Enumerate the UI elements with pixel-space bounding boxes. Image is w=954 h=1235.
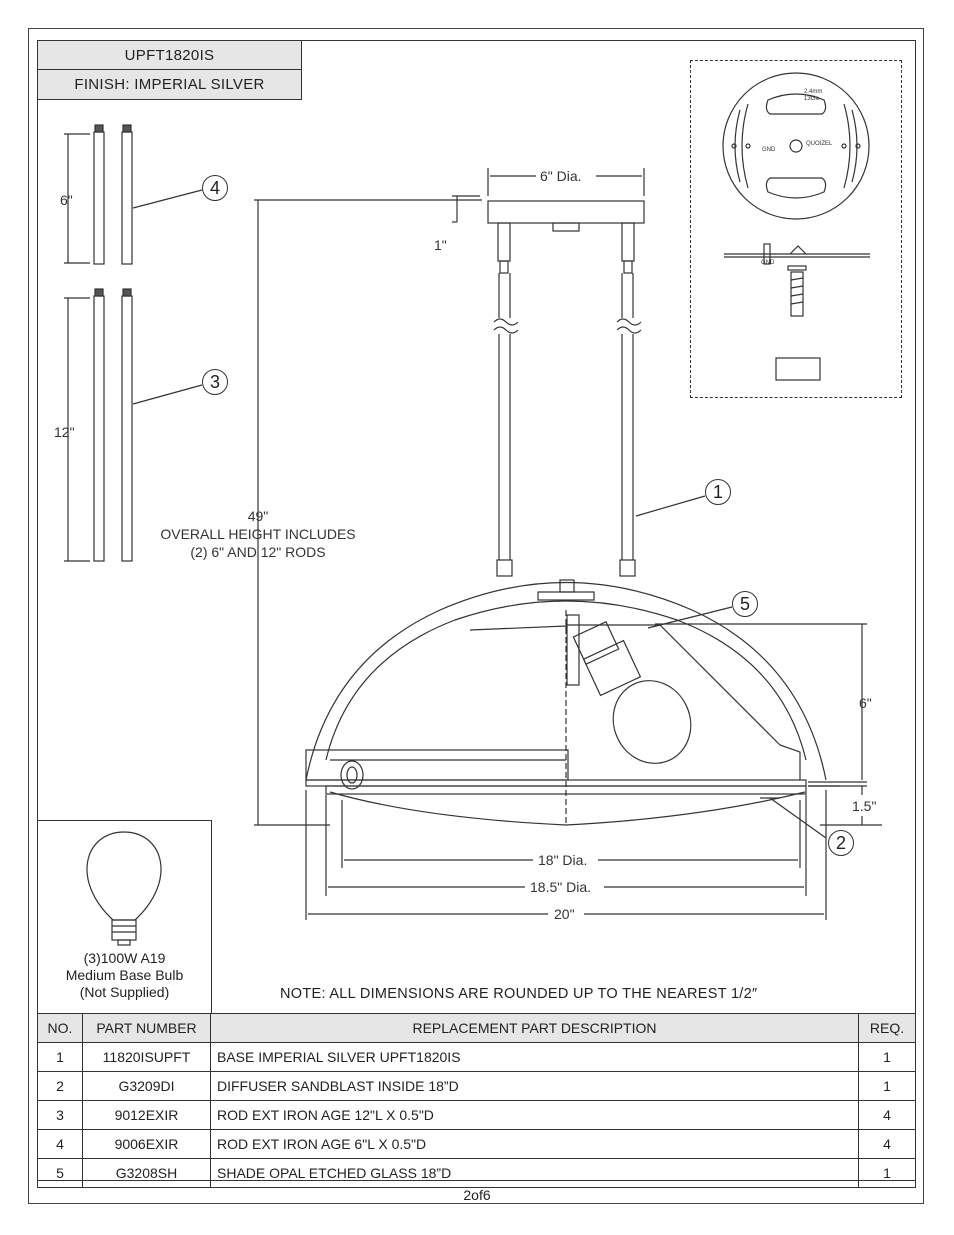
table-row: 5 G3208SH SHADE OPAL ETCHED GLASS 18”D 1 xyxy=(37,1158,916,1188)
shade-diameter: 18.5" Dia. xyxy=(530,879,592,895)
cell-no: 1 xyxy=(37,1042,83,1072)
col-req: REQ. xyxy=(858,1013,916,1043)
parts-table: NO. PART NUMBER REPLACEMENT PART DESCRIP… xyxy=(37,1013,916,1188)
plate-gnd-label: GND xyxy=(762,147,776,153)
page-number: 2of6 xyxy=(463,1187,491,1203)
cell-part: G3208SH xyxy=(82,1158,211,1188)
rod-12in-a xyxy=(93,295,105,562)
rod-12in-length: 12" xyxy=(54,424,75,440)
plate-gnd-side-label: GND xyxy=(761,260,775,266)
col-no: NO. xyxy=(37,1013,83,1043)
cell-req: 1 xyxy=(858,1158,916,1188)
cell-req: 4 xyxy=(858,1129,916,1159)
bulb-box xyxy=(37,820,212,1013)
rod-6in-a xyxy=(93,131,105,265)
cell-part: 9006EXIR xyxy=(82,1129,211,1159)
cell-no: 3 xyxy=(37,1100,83,1130)
cell-part: 11820ISUPFT xyxy=(82,1042,211,1072)
plate-brand: QUOIZEL xyxy=(806,141,833,147)
rod-thread xyxy=(122,124,132,133)
overall-width: 20" xyxy=(554,906,575,922)
cell-req: 1 xyxy=(858,1071,916,1101)
col-part-number: PART NUMBER xyxy=(82,1013,211,1043)
cell-desc: SHADE OPAL ETCHED GLASS 18”D xyxy=(210,1158,859,1188)
rod-thread xyxy=(94,124,104,133)
overall-height-label: 49" OVERALL HEIGHT INCLUDES (2) 6" AND 1… xyxy=(160,508,356,560)
callout-4: 4 xyxy=(202,175,228,201)
diffuser-diameter: 18" Dia. xyxy=(538,852,588,868)
callout-1: 1 xyxy=(705,479,731,505)
callout-3: 3 xyxy=(202,369,228,395)
finish-label: FINISH: IMPERIAL SILVER xyxy=(37,70,302,100)
cell-desc: ROD EXT IRON AGE 12"L X 0.5"D xyxy=(210,1100,859,1130)
canopy-height: 1" xyxy=(434,237,447,253)
mounting-plate-inset xyxy=(690,60,902,398)
cell-no: 2 xyxy=(37,1071,83,1101)
page-border xyxy=(28,28,924,1204)
cell-no: 4 xyxy=(37,1129,83,1159)
rim-height: 1.5" xyxy=(852,798,877,814)
col-description: REPLACEMENT PART DESCRIPTION xyxy=(210,1013,859,1043)
cell-desc: DIFFUSER SANDBLAST INSIDE 18”D xyxy=(210,1071,859,1101)
cell-no: 5 xyxy=(37,1158,83,1188)
table-row: 4 9006EXIR ROD EXT IRON AGE 6"L X 0.5"D … xyxy=(37,1129,916,1159)
cell-part: G3209DI xyxy=(82,1071,211,1101)
cell-part: 9012EXIR xyxy=(82,1100,211,1130)
rod-thread xyxy=(94,288,104,297)
canopy-diameter: 6" Dia. xyxy=(540,168,582,184)
table-row: 1 11820ISUPFT BASE IMPERIAL SILVER UPFT1… xyxy=(37,1042,916,1072)
cell-req: 4 xyxy=(858,1100,916,1130)
rod-6in-b xyxy=(121,131,133,265)
shade-height: 6" xyxy=(859,695,872,711)
rod-12in-b xyxy=(121,295,133,562)
table-header-row: NO. PART NUMBER REPLACEMENT PART DESCRIP… xyxy=(37,1013,916,1043)
callout-2: 2 xyxy=(828,830,854,856)
rod-thread xyxy=(122,288,132,297)
rod-6in-length: 6" xyxy=(60,192,73,208)
callout-5: 5 xyxy=(732,591,758,617)
plate-gauge: 2.4mm 13Ga xyxy=(804,89,823,102)
cell-req: 1 xyxy=(858,1042,916,1072)
model-number: UPFT1820IS xyxy=(37,40,302,70)
cell-desc: BASE IMPERIAL SILVER UPFT1820IS xyxy=(210,1042,859,1072)
table-row: 3 9012EXIR ROD EXT IRON AGE 12"L X 0.5"D… xyxy=(37,1100,916,1130)
cell-desc: ROD EXT IRON AGE 6"L X 0.5"D xyxy=(210,1129,859,1159)
bulb-info: (3)100W A19 Medium Base Bulb (Not Suppli… xyxy=(65,950,184,1000)
dimension-note: NOTE: ALL DIMENSIONS ARE ROUNDED UP TO T… xyxy=(280,986,758,1002)
table-row: 2 G3209DI DIFFUSER SANDBLAST INSIDE 18”D… xyxy=(37,1071,916,1101)
